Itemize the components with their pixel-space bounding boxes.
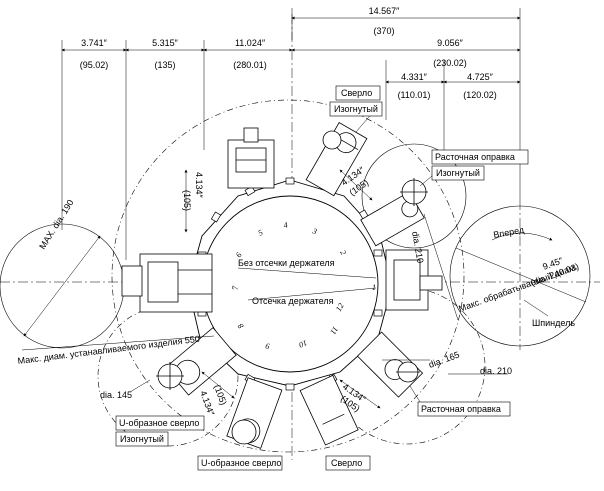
station-9: 9 — [265, 341, 271, 351]
dim-d2-mm: (135) — [154, 60, 175, 70]
dim-d6-in: 4.725″ — [467, 72, 494, 82]
station-6: 6 — [234, 251, 244, 259]
station-8: 8 — [236, 322, 245, 331]
dimension-lines — [21, 8, 587, 409]
holder-right — [385, 249, 443, 311]
label-drill-bottom: Сверло — [331, 458, 362, 468]
holder-top-left — [227, 127, 275, 189]
holder-right-boring — [360, 191, 425, 247]
label-no-holder-cutoff: Без отсечки держателя — [238, 258, 335, 268]
dim-tool-c-in: 4.134″ — [198, 389, 216, 417]
tool-holders — [121, 122, 443, 449]
station-7: 7 — [231, 285, 240, 290]
station-12: 12 — [334, 302, 346, 313]
station-10: 10 — [298, 338, 309, 349]
dim-d4-in: 9.056″ — [437, 38, 464, 48]
label-bent-left: Изогнутый — [120, 434, 164, 444]
dim-d3-in: 11.024″ — [235, 38, 266, 48]
dim-d6-mm: (120.02) — [463, 90, 497, 100]
dim-d1-mm: (95.02) — [80, 60, 109, 70]
station-5: 5 — [257, 228, 265, 238]
dim-dia-165: dia. 165 — [427, 350, 461, 370]
label-u-drill-bottom: U-образное сверло — [201, 458, 281, 468]
dim-d2-in: 5.315″ — [152, 38, 179, 48]
station-2: 2 — [338, 249, 348, 257]
label-bent-right: Изогнутый — [436, 168, 480, 178]
tool-heads — [156, 130, 428, 445]
label-u-drill-left: U-образное сверло — [119, 418, 199, 428]
dim-overall-mm: (370) — [373, 26, 394, 36]
dim-d5-mm: (110.01) — [398, 90, 431, 100]
station-3: 3 — [310, 226, 318, 236]
dim-overall-in: 14.567″ — [369, 6, 401, 16]
dim-d5-in: 4.331″ — [401, 72, 428, 82]
dim-tool-c-mm: (105) — [212, 383, 229, 406]
station-4: 4 — [283, 220, 289, 230]
max-install-diameter-circle — [111, 99, 465, 453]
dim-tool-a-in: 4.134″ — [194, 172, 204, 199]
label-bent-top: Изогнутый — [334, 104, 378, 114]
label-boring-bar-top: Расточная оправка — [435, 152, 515, 162]
holder-left — [121, 253, 213, 313]
station-numbers: 3 2 1 12 11 10 9 8 7 6 5 4 — [231, 220, 376, 350]
label-spindle: Шпиндель — [532, 318, 575, 328]
dim-dia-145: dia. 145 — [100, 390, 132, 400]
dim-d3-mm: (280.01) — [233, 60, 267, 70]
callout-labels: Сверло Изогнутый Расточная оправка Изогн… — [115, 85, 575, 471]
label-holder-cutoff: Отсечка держателя — [252, 296, 334, 306]
dim-dia-210-b: dia. 210 — [480, 366, 512, 376]
label-boring-bar-bottom: Расточная оправка — [421, 404, 501, 414]
dim-d1-in: 3.741″ — [81, 38, 108, 48]
station-11: 11 — [329, 325, 340, 336]
label-forward: Вперед — [493, 225, 526, 240]
label-drill-top: Сверло — [341, 88, 372, 98]
station-1: 1 — [372, 283, 376, 292]
dim-d4-mm: (230.02) — [433, 58, 467, 68]
dim-tool-a-mm: (105) — [182, 190, 192, 211]
